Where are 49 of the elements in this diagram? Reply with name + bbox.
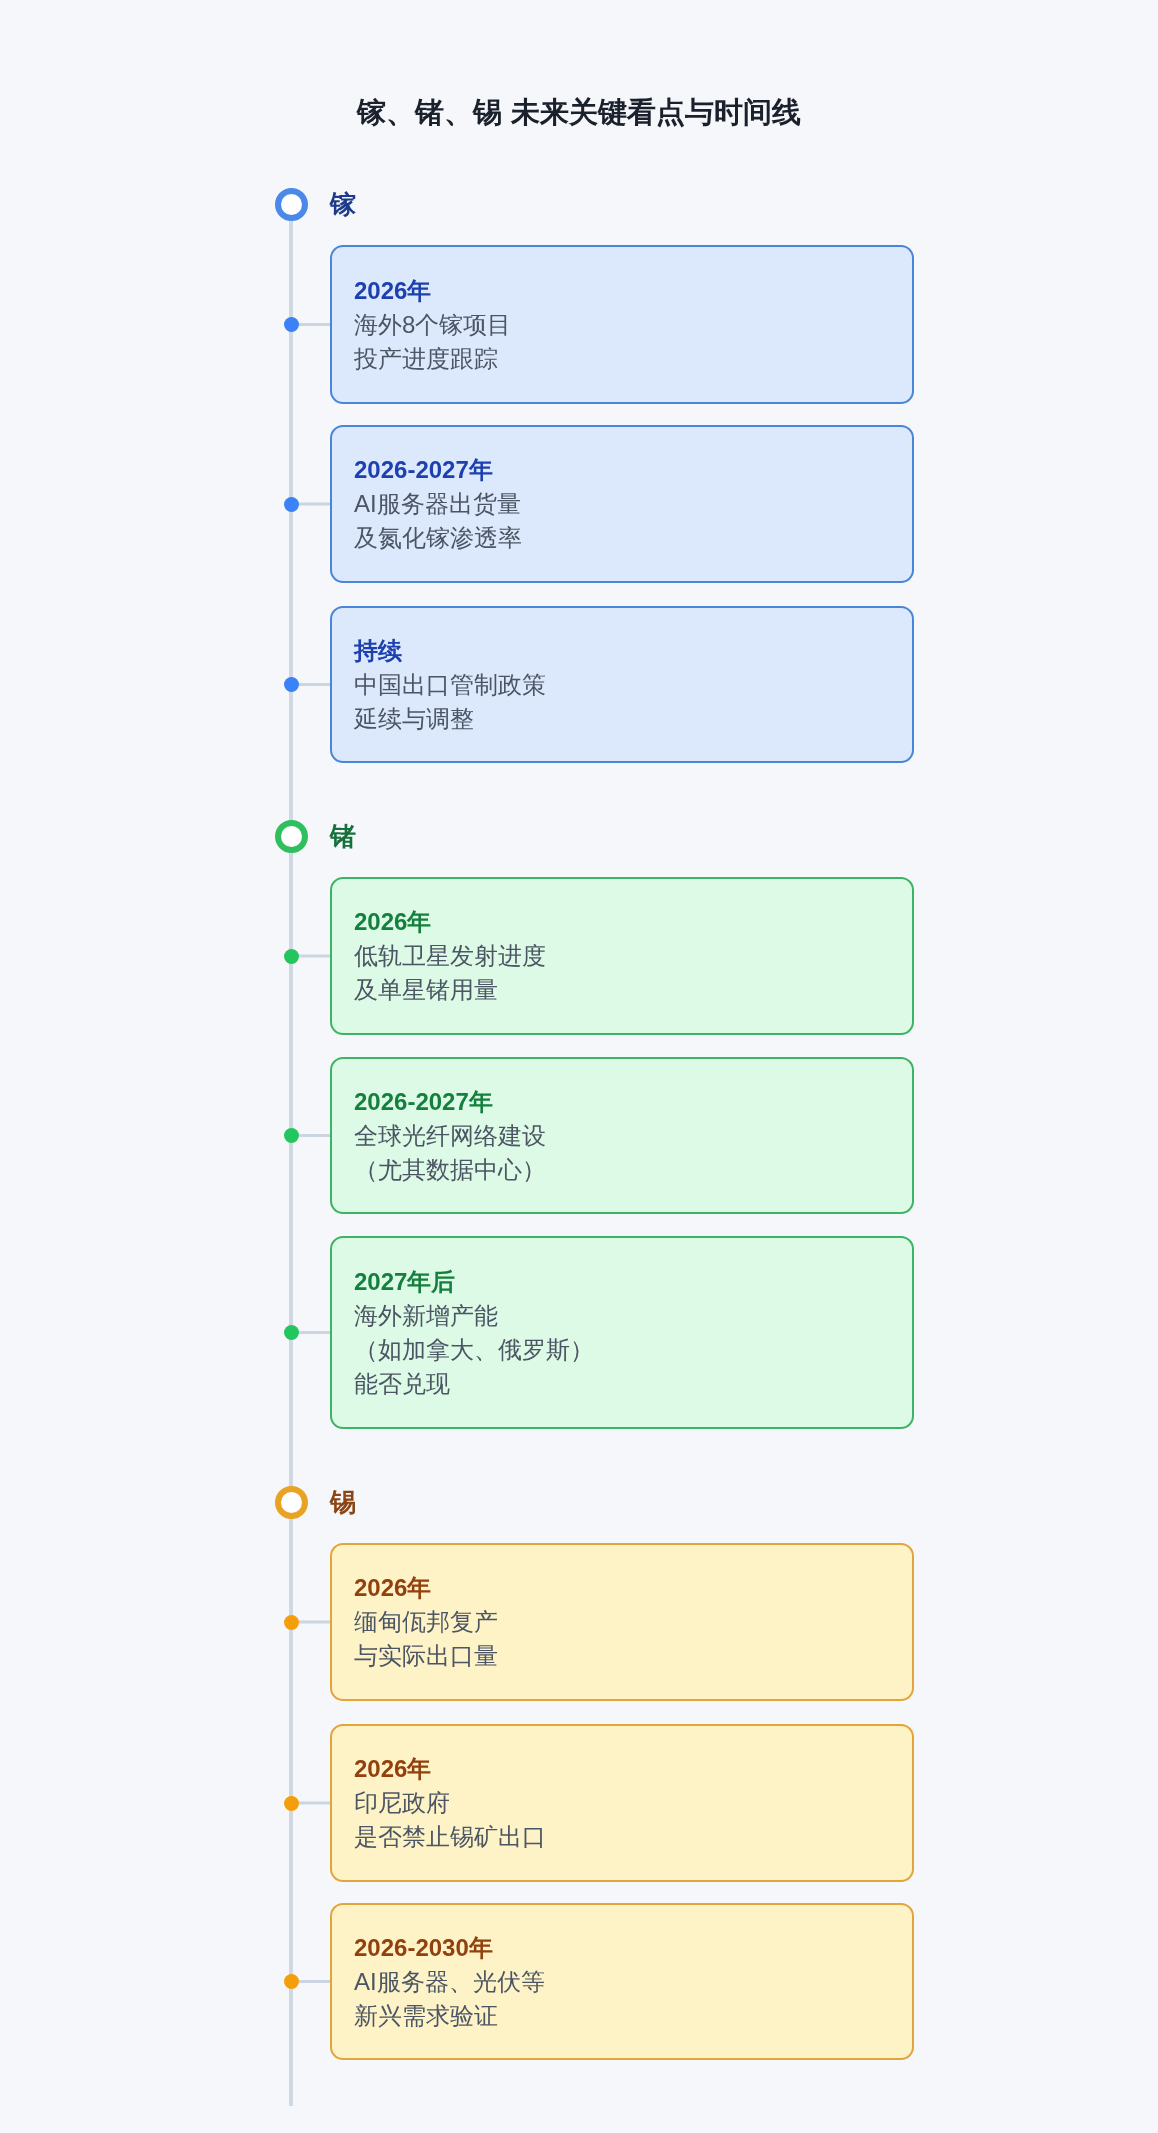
timeline-dot <box>283 677 299 692</box>
event-date: 2026-2027年 <box>354 1086 493 1117</box>
event-date: 2027年后 <box>354 1266 456 1297</box>
event-card <box>330 1903 914 2060</box>
event-description: 缅甸佤邦复产与实际出口量 <box>354 1607 499 1671</box>
event-description: 海外8个镓项目投产进度跟踪 <box>354 309 513 374</box>
connector-line <box>298 1331 330 1334</box>
event-card <box>330 606 914 763</box>
connector-line <box>298 954 330 958</box>
timeline-dot <box>283 317 299 332</box>
event-date: 持续 <box>354 635 402 666</box>
section-heading: 锗 <box>329 820 356 853</box>
timeline-dot <box>283 1614 299 1630</box>
event-card <box>330 877 914 1035</box>
event-description: 中国出口管制政策延续与调整 <box>354 669 547 734</box>
event-card <box>330 1543 914 1701</box>
connector-line <box>298 683 330 686</box>
timeline-dot <box>283 1128 299 1143</box>
timeline-dot <box>283 948 299 964</box>
section-heading: 镓 <box>329 188 356 221</box>
event-date: 2026年 <box>354 907 432 937</box>
connector-line <box>298 502 330 506</box>
event-description: 海外新增产能（如加拿大、俄罗斯）能否兑现 <box>354 1300 595 1399</box>
event-card <box>330 1724 914 1882</box>
event-description: AI服务器、光伏等新兴需求验证 <box>354 1966 546 2031</box>
event-date: 2026-2027年 <box>354 455 493 485</box>
event-date: 2026年 <box>354 1573 432 1603</box>
event-card <box>330 1236 914 1429</box>
connector-line <box>298 1980 330 1983</box>
event-description: 印尼政府是否禁止锡矿出口 <box>354 1788 547 1852</box>
timeline-dot <box>283 496 299 512</box>
event-description: 低轨卫星发射进度及单星锗用量 <box>354 941 547 1005</box>
event-card <box>330 1057 914 1214</box>
event-card <box>330 425 914 583</box>
title: 镓、锗、锡 未来关键看点与时间线 <box>357 95 801 130</box>
connector-line <box>298 323 330 326</box>
timeline-dot <box>283 1974 299 1989</box>
event-description: AI服务器出货量及氮化镓渗透率 <box>354 489 523 553</box>
event-date: 2026-2030年 <box>354 1932 493 1963</box>
section-heading: 锡 <box>329 1486 356 1519</box>
connector-line <box>298 1134 330 1137</box>
event-card <box>330 245 914 404</box>
connector-line <box>298 1620 330 1624</box>
timeline-dot <box>283 1325 299 1340</box>
event-description: 全球光纤网络建设（尤其数据中心） <box>354 1120 547 1185</box>
connector-line <box>298 1801 330 1805</box>
event-date: 2026年 <box>354 275 432 306</box>
event-date: 2026年 <box>354 1754 432 1784</box>
timeline-dot <box>283 1795 299 1811</box>
